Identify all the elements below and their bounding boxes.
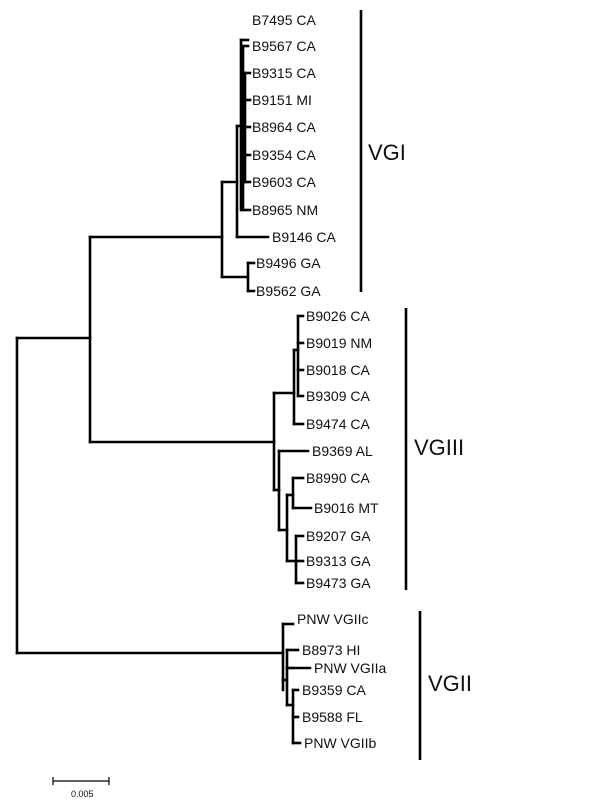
leaf-label: B8965 NM (252, 202, 318, 218)
leaf-label: B9473 GA (306, 575, 371, 591)
leaf-label: B9588 FL (302, 709, 363, 725)
leaf-label: B9018 CA (306, 362, 370, 378)
leaf-label: B7495 CA (252, 12, 316, 28)
leaf-label: B9315 CA (252, 65, 316, 81)
leaf-label: B9207 GA (306, 528, 371, 544)
leaf-label: PNW VGIIb (304, 735, 377, 751)
clade-label-vgii: VGII (428, 671, 472, 696)
leaf-label: B9309 CA (306, 388, 370, 404)
leaf-label: B9016 MT (314, 500, 379, 516)
leaf-label: B9313 GA (306, 553, 371, 569)
leaf-label: B9562 GA (256, 283, 321, 299)
leaf-label: B9151 MI (252, 92, 312, 108)
leaf-label: B9359 CA (302, 682, 366, 698)
leaf-label: B9369 AL (312, 443, 373, 459)
leaf-label: PNW VGIIc (297, 611, 369, 627)
leaf-label: B9146 CA (272, 229, 336, 245)
leaf-label: B9567 CA (252, 38, 316, 54)
leaf-label: B8964 CA (252, 119, 316, 135)
leaf-label: B9019 NM (306, 335, 372, 351)
leaf-label: B9354 CA (252, 147, 316, 163)
clade-label-vgi: VGI (368, 140, 406, 165)
scale-bar-label: 0.005 (71, 789, 94, 799)
leaf-label: B8990 CA (306, 470, 370, 486)
clade-label-vgiii: VGIII (414, 435, 464, 460)
leaf-label: B9474 CA (306, 416, 370, 432)
leaf-label: B8973 HI (302, 642, 360, 658)
leaf-label: B9603 CA (252, 174, 316, 190)
leaf-label: PNW VGIIa (314, 660, 387, 676)
leaf-label: B9496 GA (256, 255, 321, 271)
leaf-label: B9026 CA (306, 308, 370, 324)
